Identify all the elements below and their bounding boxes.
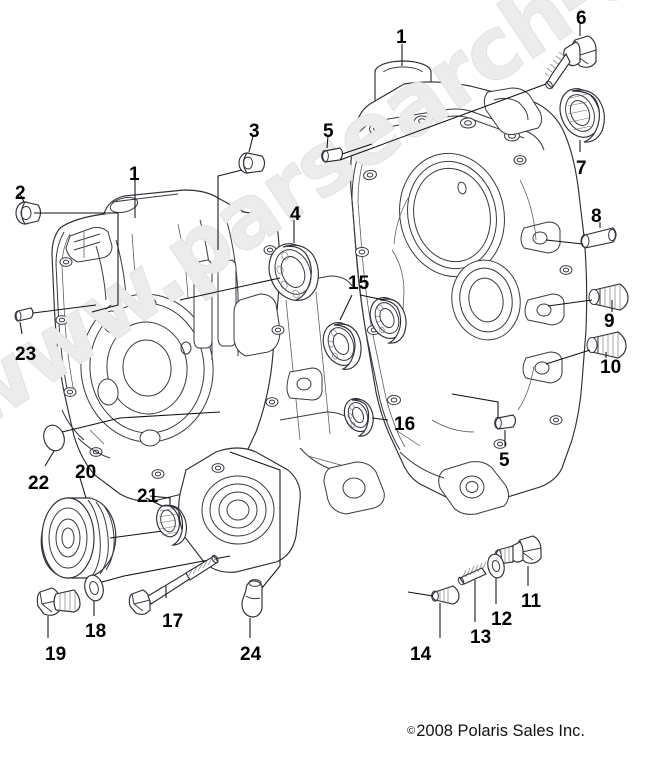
callout-24: 24 bbox=[240, 644, 262, 665]
callout-1-left: 1 bbox=[129, 164, 140, 185]
callout-16: 16 bbox=[394, 414, 416, 435]
part-17-bolt-long bbox=[129, 554, 219, 614]
callout-1-right: 1 bbox=[396, 27, 407, 48]
part-9-threaded-plug bbox=[548, 284, 628, 312]
callout-10: 10 bbox=[600, 357, 622, 378]
part-20-crankshaft-pulley bbox=[41, 478, 170, 578]
part-16-ball-bearing-small bbox=[340, 394, 388, 436]
part-6-flange-bolt bbox=[340, 22, 596, 160]
part-13-spring bbox=[457, 562, 486, 622]
callout-4: 4 bbox=[290, 204, 301, 225]
callout-11: 11 bbox=[521, 591, 542, 612]
part-14-detent-pin bbox=[408, 586, 459, 638]
part-18-washer bbox=[82, 556, 230, 616]
callout-22: 22 bbox=[28, 473, 50, 494]
callout-5-upper: 5 bbox=[323, 121, 334, 142]
callout-13: 13 bbox=[470, 627, 492, 648]
part-8-dowel-pin-long bbox=[546, 222, 616, 248]
part-23-dowel-pin-small bbox=[15, 305, 96, 334]
callout-15: 15 bbox=[348, 273, 370, 294]
copyright-symbol: © bbox=[407, 725, 416, 737]
part-24-breather-fitting bbox=[230, 452, 280, 638]
part-21-oil-seal-small bbox=[146, 498, 186, 545]
callout-3: 3 bbox=[249, 121, 260, 142]
callout-21: 21 bbox=[137, 486, 159, 507]
callout-19: 19 bbox=[45, 644, 67, 665]
callout-18: 18 bbox=[85, 621, 107, 642]
callout-12: 12 bbox=[491, 609, 513, 630]
part-12-washer bbox=[486, 553, 507, 604]
crankcase-half-right bbox=[351, 61, 587, 514]
part-7-oil-seal bbox=[553, 83, 607, 152]
part-10-threaded-plug bbox=[546, 332, 626, 364]
part-19-drain-plug bbox=[37, 588, 80, 638]
crankcase-half-left bbox=[52, 190, 300, 572]
callout-8: 8 bbox=[591, 206, 602, 227]
copyright-text: 2008 Polaris Sales Inc. bbox=[416, 722, 585, 740]
callout-2: 2 bbox=[15, 183, 26, 204]
part-22-cover-cap bbox=[40, 412, 220, 466]
crankcase-center-bridge bbox=[276, 276, 384, 514]
part-5-dowel-pin-lower bbox=[452, 394, 516, 446]
callout-23: 23 bbox=[15, 344, 37, 365]
part-4-ball-bearing-large bbox=[180, 220, 325, 308]
callout-14: 14 bbox=[410, 644, 432, 665]
part-3-dowel-sleeve bbox=[218, 136, 265, 250]
part-15-ball-bearings bbox=[317, 293, 410, 371]
callout-20: 20 bbox=[75, 462, 97, 483]
callout-6: 6 bbox=[576, 8, 587, 29]
callout-9: 9 bbox=[604, 311, 615, 332]
callout-17: 17 bbox=[162, 611, 184, 632]
callout-5-lower: 5 bbox=[499, 450, 510, 471]
copyright-notice: ©2008 Polaris Sales Inc. bbox=[407, 722, 585, 741]
part-2-bushing bbox=[16, 194, 118, 312]
callout-7: 7 bbox=[576, 158, 587, 179]
